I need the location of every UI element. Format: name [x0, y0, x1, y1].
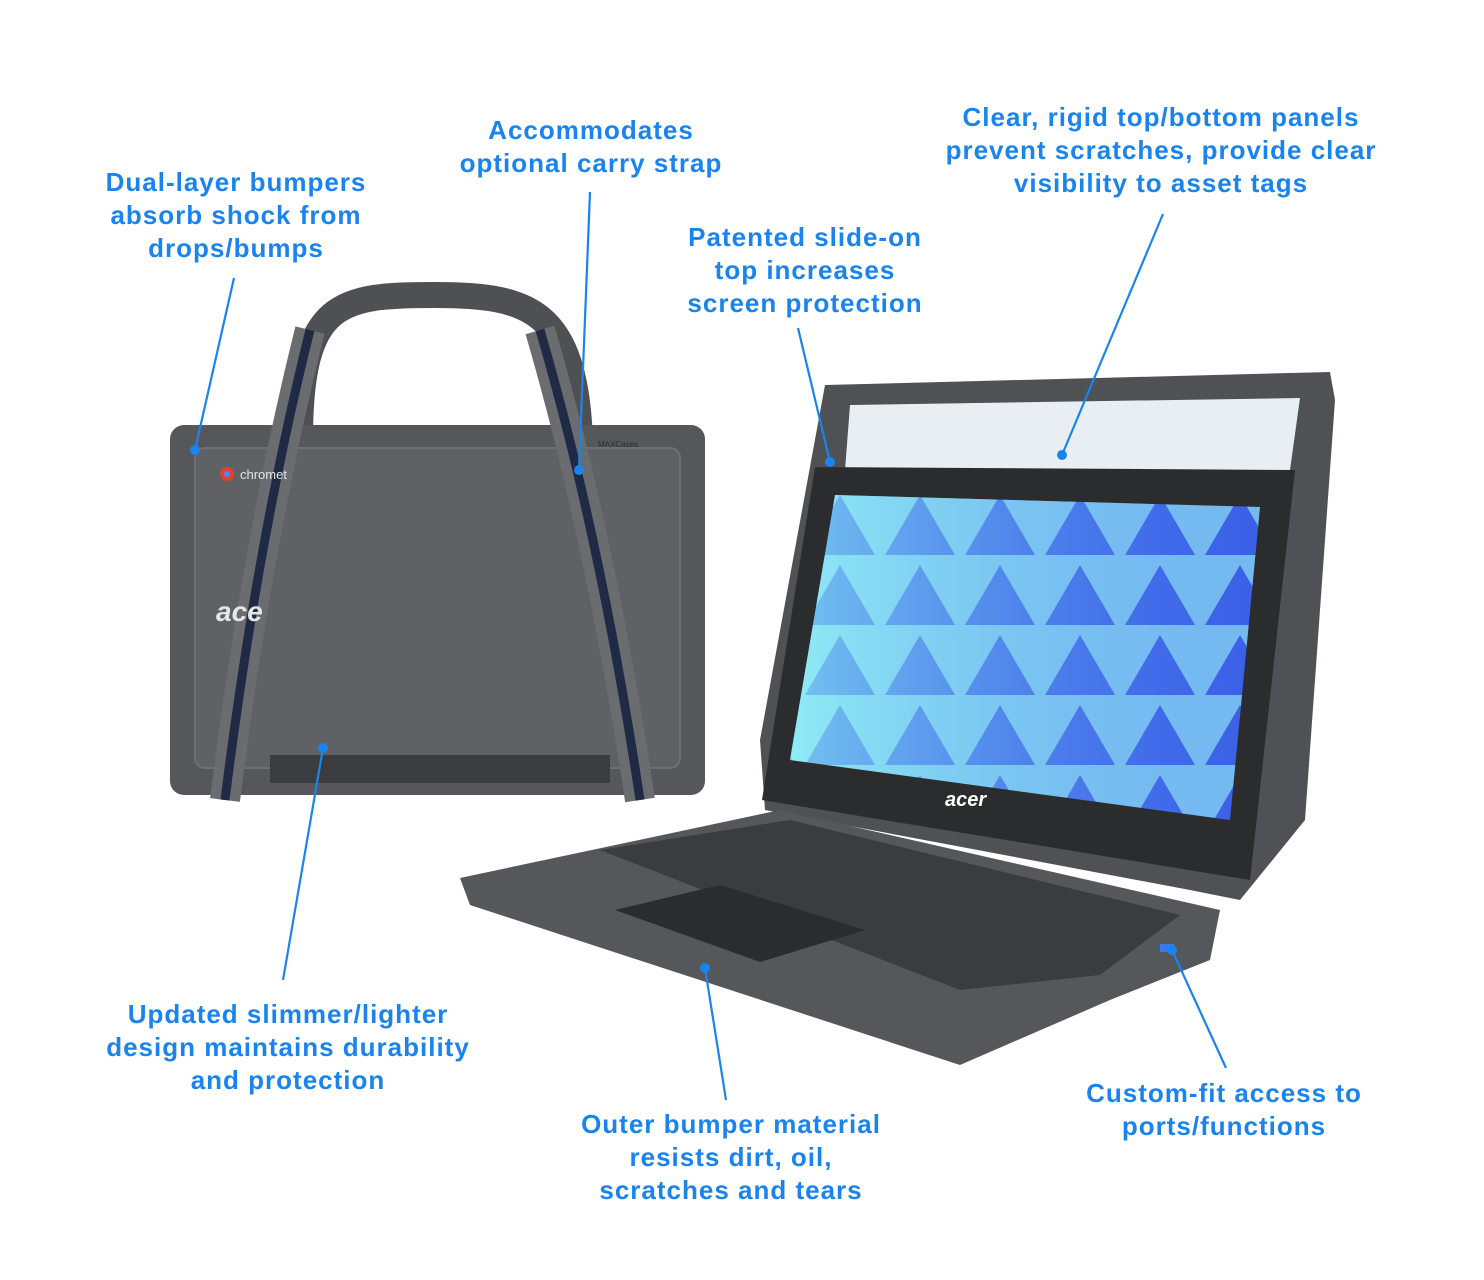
- clear-top-panel: [845, 398, 1300, 470]
- callout-clear-panels: Clear, rigid top/bottom panels prevent s…: [946, 101, 1377, 200]
- callout-line: top increases: [714, 255, 896, 285]
- touchpad: [615, 885, 865, 962]
- callout-line: screen protection: [687, 288, 923, 318]
- chrome-label: chromet: [240, 467, 287, 482]
- callout-line: visibility to asset tags: [1013, 168, 1309, 198]
- callout-line: Clear, rigid top/bottom panels: [962, 102, 1360, 132]
- callout-slide-on-top: Patented slide-on top increases screen p…: [687, 221, 922, 320]
- callout-dual-layer-bumpers: Dual-layer bumpers absorb shock from dro…: [106, 166, 367, 265]
- keyboard: [600, 820, 1180, 990]
- callout-line: Outer bumper material: [581, 1109, 881, 1139]
- callout-line: ports/functions: [1121, 1111, 1327, 1141]
- maxcases-logo: MAXCases: [598, 440, 638, 449]
- callout-line: scratches and tears: [599, 1175, 863, 1205]
- callout-line: optional carry strap: [459, 148, 723, 178]
- callout-line: Dual-layer bumpers: [105, 167, 367, 197]
- callout-slimmer-design: Updated slimmer/lighter design maintains…: [106, 998, 470, 1097]
- callout-line: absorb shock from: [110, 200, 362, 230]
- usb-port: [1160, 944, 1174, 952]
- leader-lines: [190, 191, 1228, 1101]
- acer-bezel-logo: acer: [945, 789, 987, 811]
- acer-lid-logo: ace: [216, 596, 263, 627]
- callout-line: Patented slide-on: [688, 222, 922, 252]
- callout-port-access: Custom-fit access to ports/functions: [1086, 1077, 1362, 1143]
- callout-line: Custom-fit access to: [1086, 1078, 1362, 1108]
- closed-chromebook-back-view: chromet ace MAXCases: [170, 281, 705, 803]
- callout-carry-strap: Accommodates optional carry strap: [460, 114, 723, 180]
- callout-outer-bumper: Outer bumper material resists dirt, oil,…: [581, 1108, 881, 1207]
- callout-line: prevent scratches, provide clear: [945, 135, 1377, 165]
- callout-line: drops/bumps: [148, 233, 324, 263]
- callout-line: Updated slimmer/lighter: [127, 999, 449, 1029]
- callout-line: Accommodates: [488, 115, 694, 145]
- callout-line: resists dirt, oil,: [629, 1142, 833, 1172]
- open-chromebook-front-view: acer: [460, 372, 1335, 1065]
- callout-line: design maintains durability: [106, 1032, 470, 1062]
- callout-line: and protection: [190, 1065, 386, 1095]
